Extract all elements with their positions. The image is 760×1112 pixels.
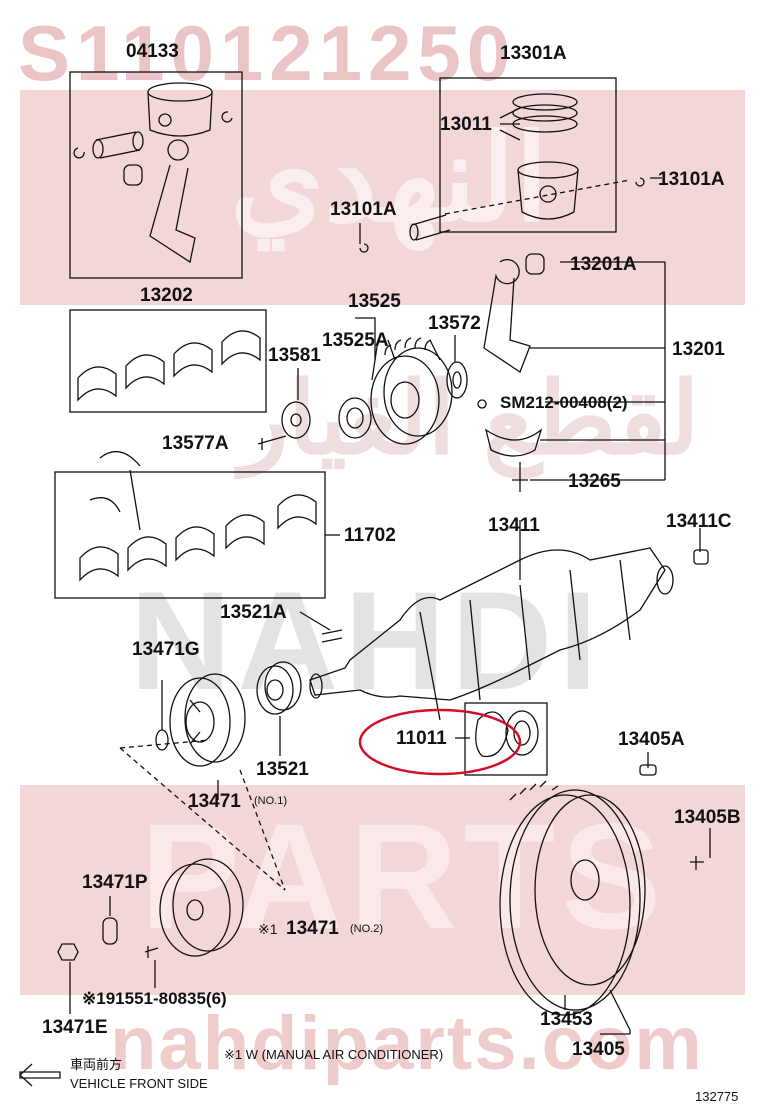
box-13301A xyxy=(439,77,617,233)
label-13201A: 13201A xyxy=(570,254,637,275)
label-no2: (NO.2) xyxy=(350,923,383,935)
bearings-11702 xyxy=(79,450,317,582)
label-11702: 11702 xyxy=(344,525,396,546)
label-13471-no2: 13471 xyxy=(286,918,339,939)
label-13453: 13453 xyxy=(540,1009,593,1030)
watermark-latin-mid: NAHDI xyxy=(130,562,604,719)
caption-vehicle-front-side: VEHICLE FRONT SIDE xyxy=(70,1076,208,1091)
label-13405: 13405 xyxy=(572,1039,625,1060)
piston-kit-04133 xyxy=(73,82,233,264)
watermark-site: nahdiparts.com xyxy=(110,1001,704,1086)
label-13572: 13572 xyxy=(428,313,481,334)
watermark-band-top xyxy=(20,90,745,305)
label-13101A-right: 13101A xyxy=(658,169,725,190)
diagram-number: 132775 xyxy=(695,1089,739,1104)
piston-pin xyxy=(411,214,451,241)
watermark-arabic-top: النهدي xyxy=(230,112,549,246)
label-sm212: SM212-00408(2) xyxy=(500,393,628,412)
label-13265: 13265 xyxy=(568,471,621,492)
box-11702 xyxy=(54,471,326,599)
label-13202: 13202 xyxy=(140,285,193,306)
label-13411C: 13411C xyxy=(666,511,732,532)
label-13301A: 13301A xyxy=(500,43,567,64)
piston-13301A xyxy=(512,93,579,220)
label-13525: 13525 xyxy=(348,291,401,312)
label-04133: 04133 xyxy=(126,41,179,62)
label-13581: 13581 xyxy=(268,345,321,366)
label-13471P: 13471P xyxy=(82,872,148,893)
box-11011 xyxy=(464,702,548,776)
highlight-circle xyxy=(358,708,522,776)
crank-pulley-13471 xyxy=(169,673,246,767)
footer-note: ※1 W (MANUAL AIR CONDITIONER) xyxy=(224,1047,444,1062)
label-13405A: 13405A xyxy=(618,729,685,750)
connecting-rod-13201 xyxy=(477,253,545,492)
label-mark1: ※1 xyxy=(258,921,278,937)
label-no1: (NO.1) xyxy=(254,795,287,807)
label-13201: 13201 xyxy=(672,339,725,360)
flywheel-13405 xyxy=(499,780,646,1016)
label-11011: 11011 xyxy=(396,728,447,749)
crankshaft-13411 xyxy=(309,547,674,721)
pulley-13471-no2 xyxy=(159,858,244,957)
label-13471G: 13471G xyxy=(132,639,200,660)
label-13011: 13011 xyxy=(440,114,492,135)
sprocket-13521 xyxy=(256,661,302,715)
label-13525A: 13525A xyxy=(322,330,389,351)
box-04133 xyxy=(69,71,243,279)
caption-japanese: 車両前方 xyxy=(70,1057,123,1072)
label-13405B: 13405B xyxy=(674,807,741,828)
seal-11011 xyxy=(475,710,539,758)
label-13577A: 13577A xyxy=(162,433,229,454)
label-13521: 13521 xyxy=(256,759,309,780)
label-13411: 13411 xyxy=(488,515,540,536)
label-91551: ※191551-80835(6) xyxy=(82,989,227,1008)
watermark-band-bottom xyxy=(20,785,745,995)
watermark-part-number: S110121250 xyxy=(18,9,517,97)
label-13471: 13471 xyxy=(188,791,241,812)
bearings-13202 xyxy=(77,330,261,402)
label-13521A: 13521A xyxy=(220,602,287,623)
label-13101A-left: 13101A xyxy=(330,199,397,220)
box-13202 xyxy=(69,309,267,413)
watermark-latin-bottom: PARTS xyxy=(140,792,668,960)
gear-13525 xyxy=(370,337,453,445)
label-13471E: 13471E xyxy=(42,1017,108,1038)
